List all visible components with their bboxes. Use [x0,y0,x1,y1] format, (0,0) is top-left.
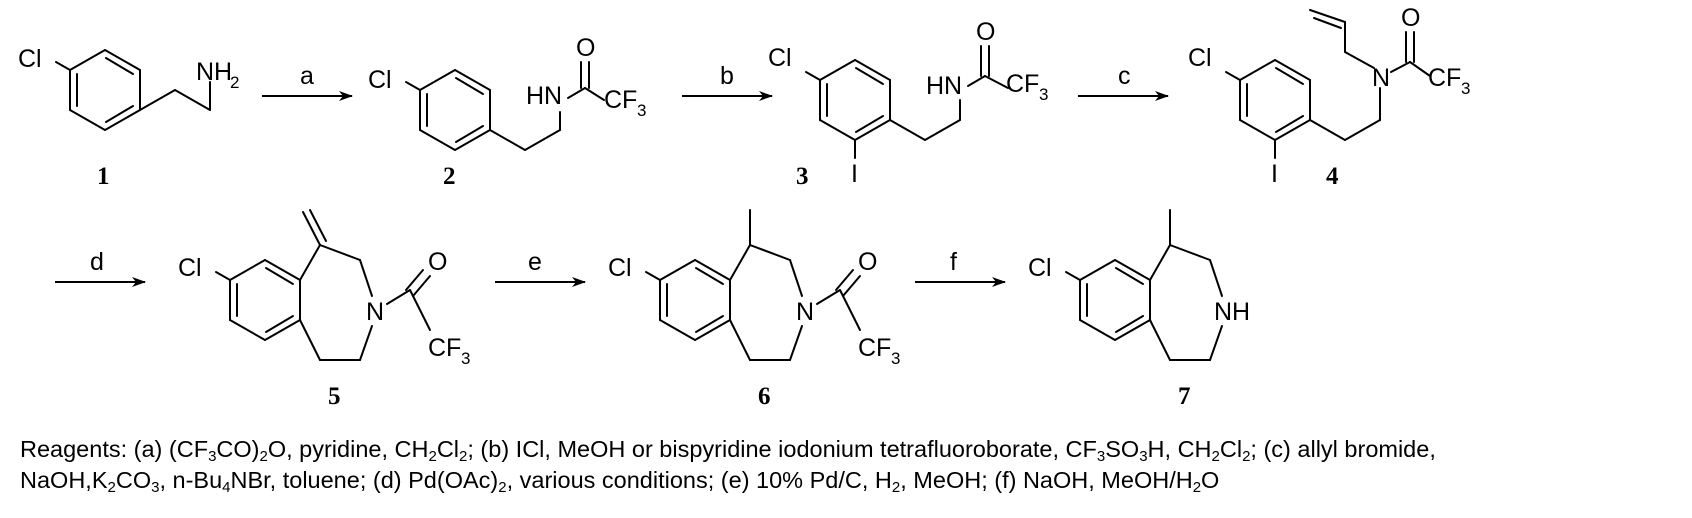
subscript: 2 [891,479,901,496]
compound-number: 6 [758,383,771,410]
step-label: c [1118,62,1131,90]
oxygen-label: O [976,18,995,46]
step-label: f [950,248,957,276]
compound-1: Cl NH 2 1 [18,45,239,190]
subscript-2: 2 [230,73,239,92]
chlorine-label: Cl [768,44,792,72]
step-label: a [300,62,314,90]
chlorine-label: Cl [1188,44,1212,72]
subscript: 4 [222,479,231,496]
reaction-arrow-f: f [915,248,1006,287]
step-label: b [720,62,734,90]
chlorine-label: Cl [178,254,202,282]
subscript: 3 [1096,448,1106,465]
subscript-3: 3 [461,349,470,368]
iodine-label: I [851,160,858,188]
chlorine-label: Cl [18,45,42,73]
trifluoromethyl-label: CF [1006,70,1039,98]
reagents-line-2: NaOH,K2CO3, n-Bu4NBr, toluene; (d) Pd(OA… [20,467,1220,496]
subscript-3: 3 [1039,85,1048,104]
compound-4: Cl N O CF 3 I 4 [1188,4,1470,190]
amide-n-label: N [796,298,814,326]
subscript: 3 [208,448,217,465]
reaction-arrow-d: d [55,248,146,287]
trifluoromethyl-label: CF [604,86,637,114]
amide-n-label: N [1372,64,1390,92]
compound-2-bonds [405,61,605,151]
compound-number: 5 [328,383,341,410]
subscript: 2 [428,448,437,465]
subscript: 3 [1139,448,1148,465]
reaction-scheme: Cl NH 2 1 Cl HN O CF 3 2 [18,4,1470,410]
oxygen-label: O [576,34,595,62]
compound-number: 1 [97,163,110,190]
subscript: 2 [1192,479,1202,496]
subscript: 2 [1211,448,1220,465]
compound-5: Cl N O CF 3 5 [178,209,470,410]
compound-6: Cl N O CF 3 6 [608,209,900,410]
oxygen-label: O [428,248,447,276]
amine-nh-label: NH [1214,298,1250,326]
compound-7: Cl NH 7 [1028,209,1250,410]
compound-5-bonds [215,209,431,361]
amide-nh-label: HN [526,82,562,110]
step-label: e [528,248,542,276]
subscript-3: 3 [637,101,646,120]
compound-4-bonds [1225,9,1431,159]
reaction-arrow-c: c [1078,62,1169,101]
compound-3-bonds [805,45,1009,159]
compound-6-bonds [645,209,861,361]
reagents-caption: Reagents: (a) (CF3CO)2O, pyridine, CH2Cl… [20,434,1690,496]
chlorine-label: Cl [608,254,632,282]
compound-number: 4 [1326,163,1339,190]
compound-number: 2 [443,163,456,190]
compound-2: Cl HN O CF 3 2 [368,34,646,190]
trifluoromethyl-label: CF [1428,64,1461,92]
step-label: d [90,248,104,276]
amine-label: NH [196,58,232,86]
trifluoromethyl-label: CF [858,334,891,362]
compound-number: 7 [1178,383,1191,410]
subscript-3: 3 [891,349,900,368]
iodine-label: I [1271,160,1278,188]
chlorine-label: Cl [1028,254,1052,282]
compound-number: 3 [796,163,809,190]
subscript-3: 3 [1461,79,1470,98]
compound-7-bonds [1065,209,1223,361]
amide-nh-label: HN [926,72,962,100]
subscript: 2 [259,448,268,465]
compound-3: Cl HN O CF 3 I 3 [768,18,1048,190]
subscript: 2 [1242,448,1251,465]
compound-1-bonds [55,49,211,131]
reaction-arrow-a: a [262,62,353,101]
subscript: 2 [459,448,468,465]
subscript: 3 [151,479,160,496]
trifluoromethyl-label: CF [428,334,461,362]
oxygen-label: O [858,248,877,276]
subscript: 2 [107,479,116,496]
chlorine-label: Cl [368,66,392,94]
amide-n-label: N [366,298,384,326]
reagents-line-1: Reagents: (a) (CF3CO)2O, pyridine, CH2Cl… [20,436,1436,465]
reaction-arrow-b: b [682,62,773,101]
oxygen-label: O [1401,4,1420,32]
reaction-arrow-e: e [495,248,586,287]
subscript: 2 [498,479,507,496]
